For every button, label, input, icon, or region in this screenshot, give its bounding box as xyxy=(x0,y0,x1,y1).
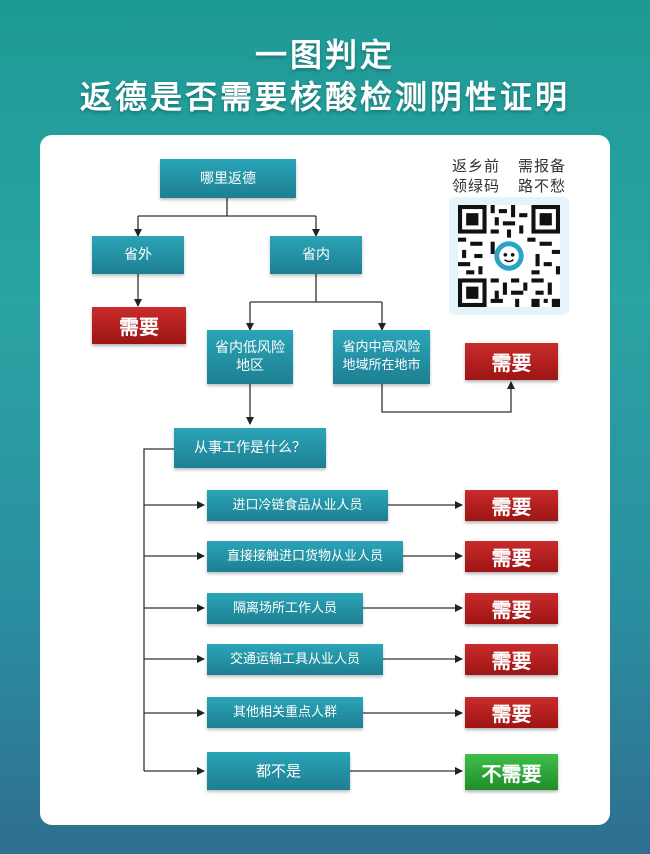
job-result-not-required: 不需要 xyxy=(465,754,558,790)
flow-low-risk-label: 省内低风险 地区 xyxy=(215,340,285,374)
job-box-none: 都不是 xyxy=(207,752,350,790)
job-box-transport: 交通运输工具从业人员 xyxy=(207,644,383,675)
flow-question-label: 从事工作是什么？ xyxy=(194,440,306,456)
job-result-cold-chain: 需要 xyxy=(465,490,558,521)
job-label: 进口冷链食品从业人员 xyxy=(232,497,363,513)
flow-question-box: 从事工作是什么？ xyxy=(174,428,326,468)
flow-mid-high-risk-box: 省内中高风险 地域所在地市 xyxy=(333,330,430,384)
job-box-other-key: 其他相关重点人群 xyxy=(207,697,363,728)
result-outside-label: 需要 xyxy=(119,315,159,339)
flow-start-box: 哪里返德 xyxy=(160,159,296,198)
flow-low-risk-box: 省内低风险 地区 xyxy=(207,330,293,384)
job-label: 交通运输工具从业人员 xyxy=(229,651,360,667)
job-result-transport: 需要 xyxy=(465,644,558,675)
job-result-label: 不需要 xyxy=(481,761,542,786)
flow-inside-box: 省内 xyxy=(270,236,362,274)
job-box-cold-chain: 进口冷链食品从业人员 xyxy=(207,490,388,521)
page-title-line2: 返德是否需要核酸检测阴性证明 xyxy=(79,78,570,116)
flow-outside-label: 省外 xyxy=(124,247,152,263)
page-title-line1: 一图判定 xyxy=(254,36,395,74)
job-box-import-goods: 直接接触进口货物从业人员 xyxy=(207,541,403,572)
flow-mid-high-risk-label: 省内中高风险 地域所在地市 xyxy=(342,340,421,373)
result-mid-high-label: 需要 xyxy=(491,351,532,375)
job-label: 隔离场所工作人员 xyxy=(232,600,337,616)
job-label: 都不是 xyxy=(255,762,301,780)
qr-code-icon[interactable] xyxy=(458,205,560,307)
job-result-label: 需要 xyxy=(491,546,532,570)
job-label: 直接接触进口货物从业人员 xyxy=(226,548,383,564)
qr-caption-right-2: 路不愁 xyxy=(518,177,567,195)
result-outside-required: 需要 xyxy=(92,307,186,344)
result-mid-high-required: 需要 xyxy=(465,343,558,380)
job-result-label: 需要 xyxy=(491,702,532,726)
job-result-label: 需要 xyxy=(491,495,532,519)
flow-outside-box: 省外 xyxy=(92,236,184,274)
job-result-other-key: 需要 xyxy=(465,697,558,728)
job-result-label: 需要 xyxy=(491,598,532,622)
qr-caption-left-1: 返乡前 xyxy=(452,157,501,175)
job-result-label: 需要 xyxy=(491,649,532,673)
job-result-import-goods: 需要 xyxy=(465,541,558,572)
qr-caption-right-1: 需报备 xyxy=(518,157,567,175)
flow-inside-label: 省内 xyxy=(302,247,330,263)
flow-start-label: 哪里返德 xyxy=(200,170,256,187)
job-label: 其他相关重点人群 xyxy=(232,704,337,720)
job-result-quarantine: 需要 xyxy=(465,593,558,624)
job-box-quarantine: 隔离场所工作人员 xyxy=(207,593,363,624)
qr-caption-left-2: 领绿码 xyxy=(452,177,501,195)
